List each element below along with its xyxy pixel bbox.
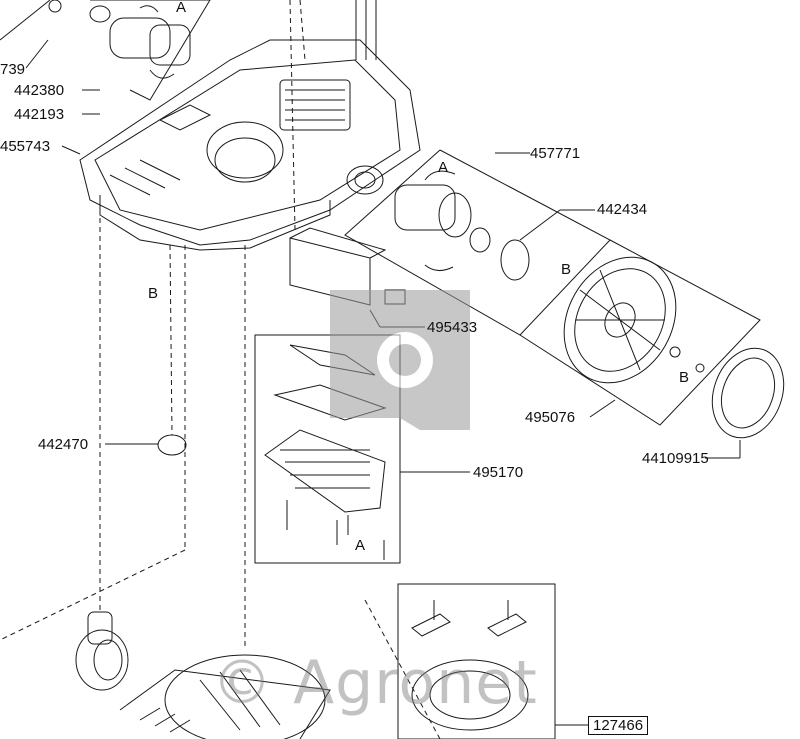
caster-wheel — [75, 611, 129, 691]
reference-letter-b-motor: B — [561, 261, 572, 278]
wheel-assembly — [519, 239, 785, 439]
part-label-495076: 495076 — [525, 409, 576, 426]
part-label-44109915: 44109915 — [642, 450, 709, 467]
part-label-495170: 495170 — [473, 464, 524, 481]
watermark-logo — [330, 290, 470, 430]
part-label-442470: 442470 — [38, 436, 89, 453]
reference-letter-a-top: A — [176, 0, 187, 16]
part-label-442380: 442380 — [14, 82, 65, 99]
reference-letter-a-battery: A — [355, 537, 366, 554]
reference-letter-b-wheel: B — [679, 369, 690, 386]
guide-lines — [0, 0, 441, 739]
base-housing — [119, 654, 331, 739]
reference-letter-a-motor: A — [438, 159, 449, 176]
chassis-body — [79, 0, 421, 251]
part-label-127466: 127466 — [588, 716, 649, 735]
part-label-442434: 442434 — [597, 201, 648, 218]
reference-letter-b-chassis: B — [148, 285, 159, 302]
part-label-457771: 457771 — [530, 145, 581, 162]
watermark-text: © Agronet — [212, 648, 538, 718]
grommet — [157, 434, 187, 456]
top-motor-assembly — [0, 0, 211, 101]
part-label-442193: 442193 — [14, 106, 65, 123]
part-label-455743: 455743 — [0, 138, 51, 155]
blade-frame — [397, 583, 556, 739]
part-label-739: 739 — [0, 61, 26, 78]
part-label-495433: 495433 — [427, 319, 478, 336]
